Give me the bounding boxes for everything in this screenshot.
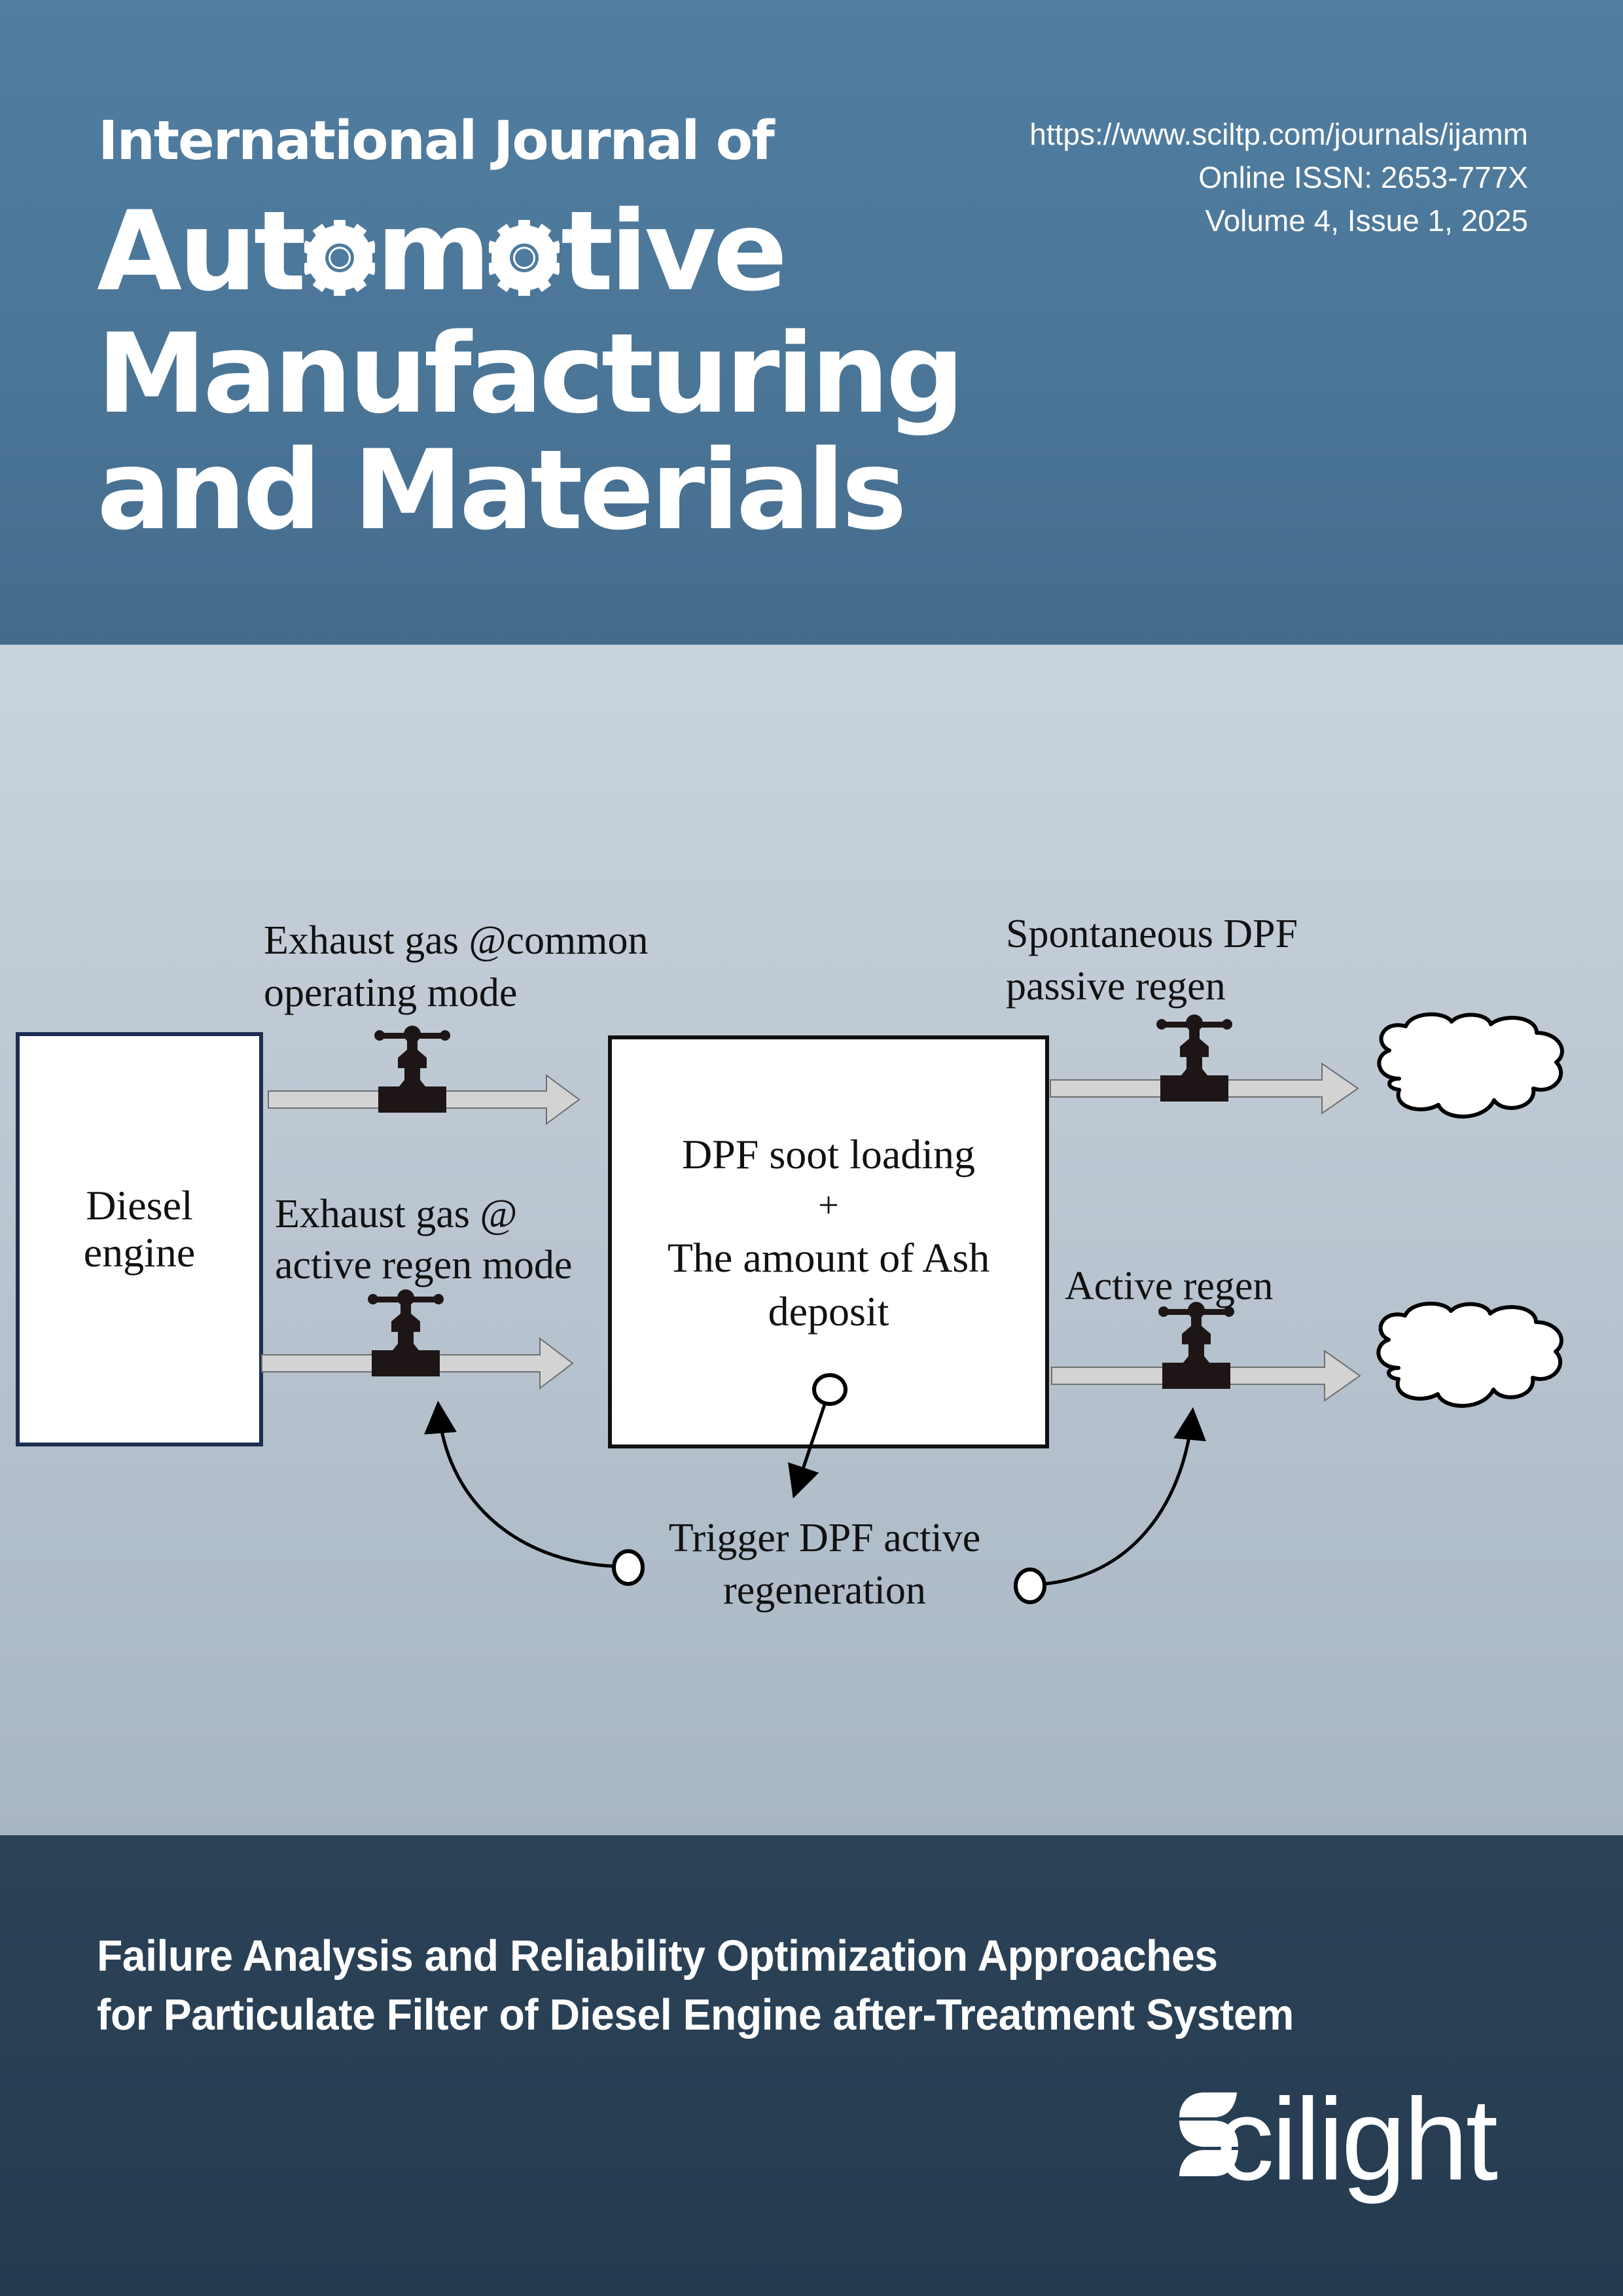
label-passive-regen-line1: Spontaneous DPF — [1006, 912, 1298, 956]
gear-icon — [489, 211, 560, 296]
dpf-label-line3: The amount of Ash — [668, 1234, 990, 1281]
connector-trigger-to-left-valve — [424, 1401, 645, 1586]
engine-label-line2: engine — [84, 1229, 196, 1276]
valve-icon — [1156, 1014, 1232, 1102]
journal-title-prefix: International Journal of — [98, 110, 775, 172]
article-title-line1: Failure Analysis and Reliability Optimiz… — [97, 1931, 1218, 1981]
cloud-icon — [1378, 1304, 1561, 1406]
journal-url[interactable]: https://www.sciltp.com/journals/ijamm — [1029, 117, 1528, 151]
title-fragment: tive — [561, 187, 787, 315]
label-trigger-line1: Trigger DPF active — [669, 1516, 980, 1560]
valve-icon — [1158, 1302, 1234, 1389]
cloud-icon — [1379, 1014, 1562, 1117]
journal-issn: Online ISSN: 2653-777X — [1198, 160, 1528, 194]
publisher-logo-text: cilight — [1216, 2074, 1498, 2204]
label-active-mode-line1: Exhaust gas @ — [275, 1192, 518, 1236]
title-fragment: m — [376, 187, 491, 315]
scilight-s-icon — [1179, 2092, 1238, 2176]
label-active-regen: Active regen — [1065, 1264, 1273, 1308]
valve-icon — [374, 1026, 450, 1113]
journal-title-line3: and Materials — [97, 426, 907, 554]
engine-label-line1: Diesel — [86, 1182, 193, 1229]
dpf-label-line4: deposit — [768, 1288, 889, 1335]
article-title-line2: for Particulate Filter of Diesel Engine … — [97, 1990, 1294, 2039]
title-fragment: Aut — [97, 187, 306, 315]
label-active-mode-line2: active regen mode — [275, 1243, 572, 1287]
dpf-regeneration-diagram: Diesel engine DPF soot loading + The amo… — [16, 912, 1623, 1613]
journal-volume: Volume 4, Issue 1, 2025 — [1205, 204, 1528, 238]
label-trigger-line2: regeneration — [723, 1568, 926, 1613]
journal-header — [0, 0, 1623, 645]
dpf-label-line2: + — [818, 1185, 839, 1226]
valve-icon — [368, 1289, 444, 1376]
dpf-label-line1: DPF soot loading — [682, 1131, 975, 1177]
connector-trigger-to-right-valve — [1014, 1407, 1207, 1604]
label-common-mode-line1: Exhaust gas @common — [264, 918, 648, 963]
connector-dpf-to-trigger — [788, 1373, 847, 1499]
journal-title-line2: Manufacturing — [97, 310, 965, 438]
article-footer — [0, 1835, 1623, 2296]
diesel-engine-box: Diesel engine — [16, 1032, 263, 1446]
gear-icon — [304, 211, 375, 296]
label-passive-regen-line2: passive regen — [1006, 964, 1226, 1009]
label-common-mode-line2: operating mode — [264, 971, 517, 1015]
